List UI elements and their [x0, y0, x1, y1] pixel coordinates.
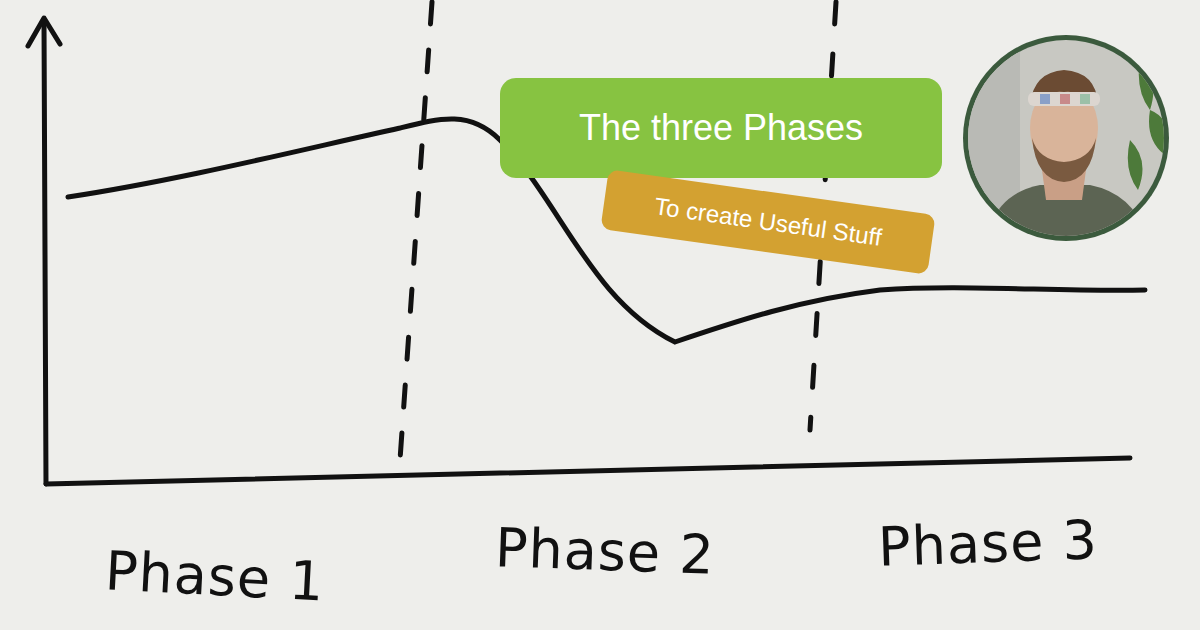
y-axis — [44, 22, 46, 484]
axis-arrow — [28, 18, 60, 46]
subtitle-tag: To create Useful Stuff — [600, 169, 935, 274]
x-axis — [46, 458, 1130, 484]
phase-label: Phase 2 — [494, 516, 716, 587]
title-banner: The three Phases — [500, 78, 942, 178]
phase-label: Phase 3 — [877, 508, 1099, 579]
box-text: To create Useful Stuff — [653, 192, 884, 252]
phase-label: Phase 1 — [104, 539, 327, 613]
portrait-photo — [960, 30, 1170, 250]
phase-divider — [400, 2, 432, 460]
box-text: The three Phases — [579, 107, 863, 149]
